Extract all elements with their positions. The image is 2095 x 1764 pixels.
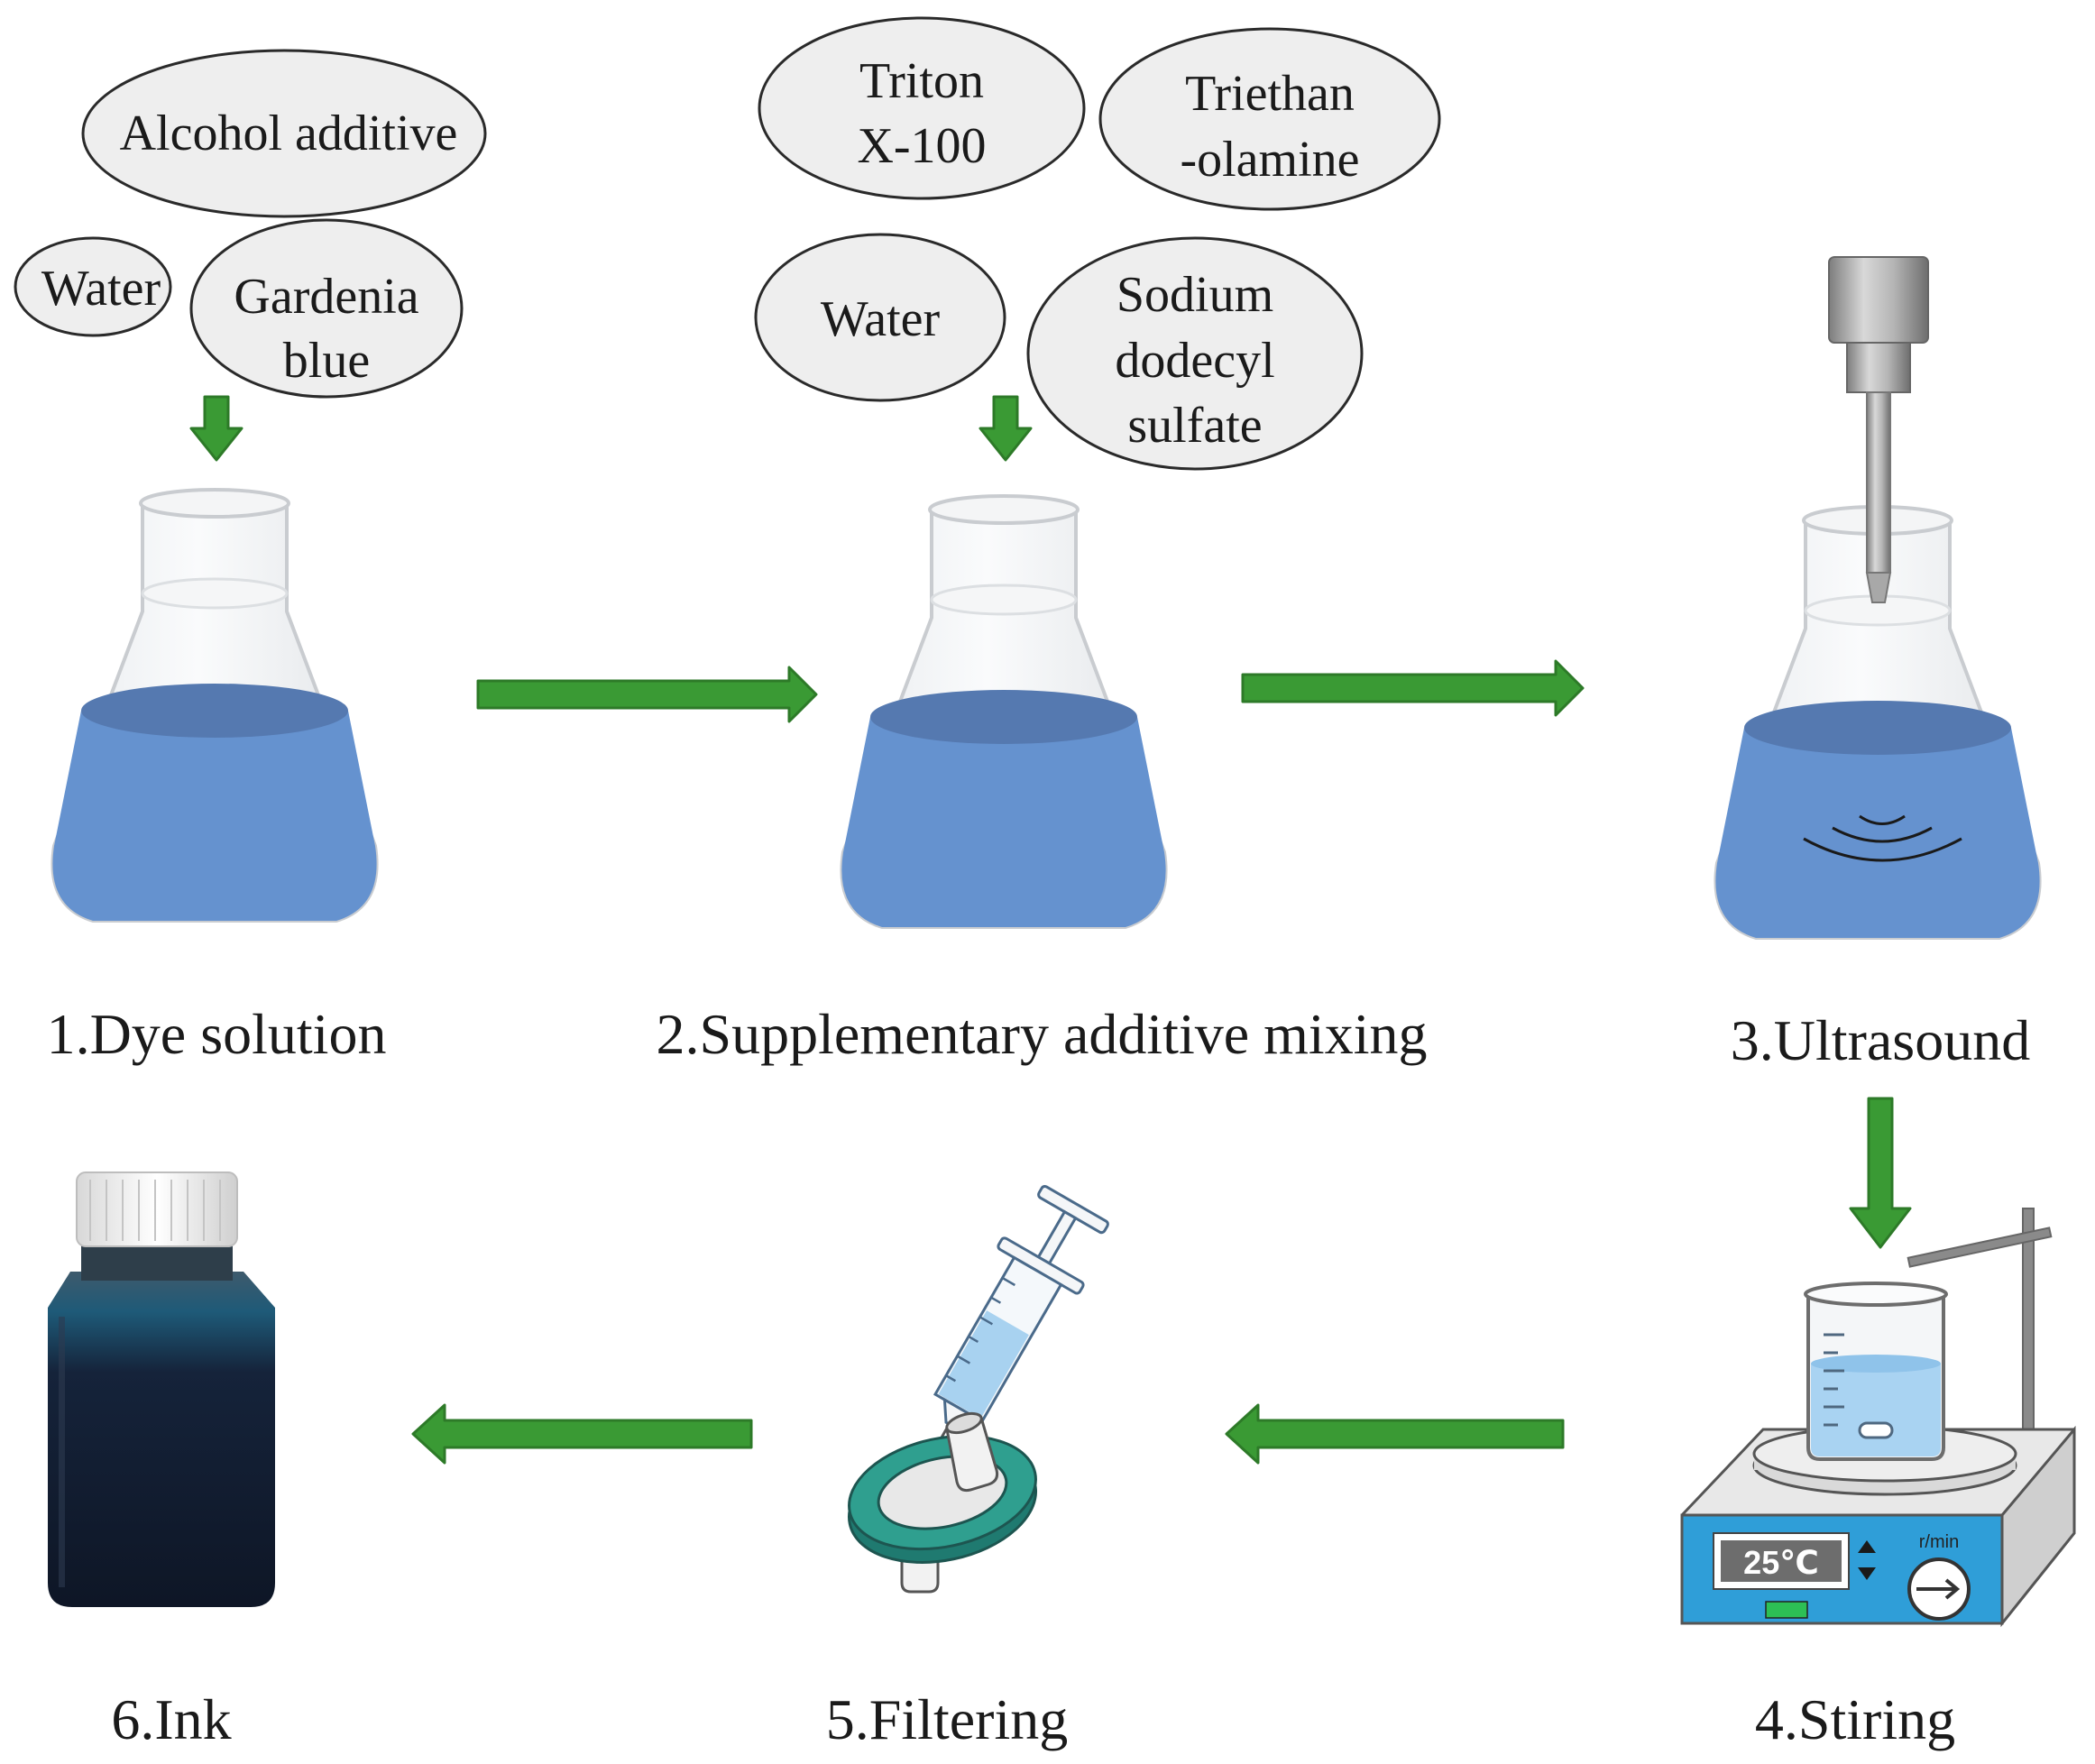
svg-text:dodecyl: dodecyl xyxy=(1115,333,1274,389)
ingredient-triton-x100: Triton X-100 xyxy=(758,16,1086,200)
ingredient-water-1: Water xyxy=(14,236,172,337)
flask-icon xyxy=(840,494,1168,929)
ingredient-alcohol-additive: Alcohol additive xyxy=(81,49,487,218)
svg-text:Alcohol additive: Alcohol additive xyxy=(120,106,458,161)
ultrasonic-probe-icon xyxy=(1828,256,1929,603)
ingredient-sodium-dodecyl-sulfate: Sodium dodecyl sulfate xyxy=(1026,236,1364,471)
svg-text:X-100: X-100 xyxy=(857,118,986,174)
step-label-3: 3.Ultrasound xyxy=(1731,1008,2030,1072)
flask-icon xyxy=(51,488,379,923)
svg-text:Water: Water xyxy=(41,261,161,317)
arrow-down-into-flask-1 xyxy=(189,395,243,462)
step-label-1: 1.Dye solution xyxy=(47,1002,387,1066)
arrow-step3-to-step4 xyxy=(1849,1097,1912,1249)
arrow-step2-to-step3 xyxy=(1241,659,1585,717)
step-label-4: 4.Stiring xyxy=(1755,1687,1955,1751)
ingredient-water-2: Water xyxy=(754,233,1006,402)
arrow-step1-to-step2 xyxy=(476,666,818,723)
temperature-display: 25℃ xyxy=(1743,1544,1819,1581)
arrow-down-into-flask-2 xyxy=(979,395,1033,462)
svg-text:sulfate: sulfate xyxy=(1127,398,1262,454)
svg-text:Triton: Triton xyxy=(859,53,984,109)
svg-text:-olamine: -olamine xyxy=(1180,132,1359,188)
step-label-2: 2.Supplementary additive mixing xyxy=(657,1002,1428,1066)
beaker-icon xyxy=(1804,1282,1948,1461)
syringe-filter-icon xyxy=(847,1411,1038,1594)
arrow-step5-to-step6 xyxy=(411,1403,753,1465)
svg-text:Gardenia: Gardenia xyxy=(234,269,418,325)
svg-text:Water: Water xyxy=(821,291,941,347)
svg-text:Triethan: Triethan xyxy=(1185,66,1355,122)
svg-text:blue: blue xyxy=(283,333,370,389)
ultrasound-waves-icon xyxy=(1803,814,1962,862)
step-label-5: 5.Filtering xyxy=(826,1687,1068,1751)
arrow-step4-to-step5 xyxy=(1225,1403,1565,1465)
magnetic-stirrer-icon: 25℃ r/min xyxy=(1680,1208,2076,1628)
step-label-6: 6.Ink xyxy=(111,1687,231,1751)
ingredient-triethanolamine: Triethan -olamine xyxy=(1098,27,1441,211)
syringe-icon xyxy=(918,1184,1109,1476)
ingredient-gardenia-blue: Gardenia blue xyxy=(189,218,464,399)
ink-bottle-icon xyxy=(48,1171,275,1607)
svg-text:Sodium: Sodium xyxy=(1116,267,1273,323)
speed-unit-label: r/min xyxy=(1919,1532,1959,1552)
